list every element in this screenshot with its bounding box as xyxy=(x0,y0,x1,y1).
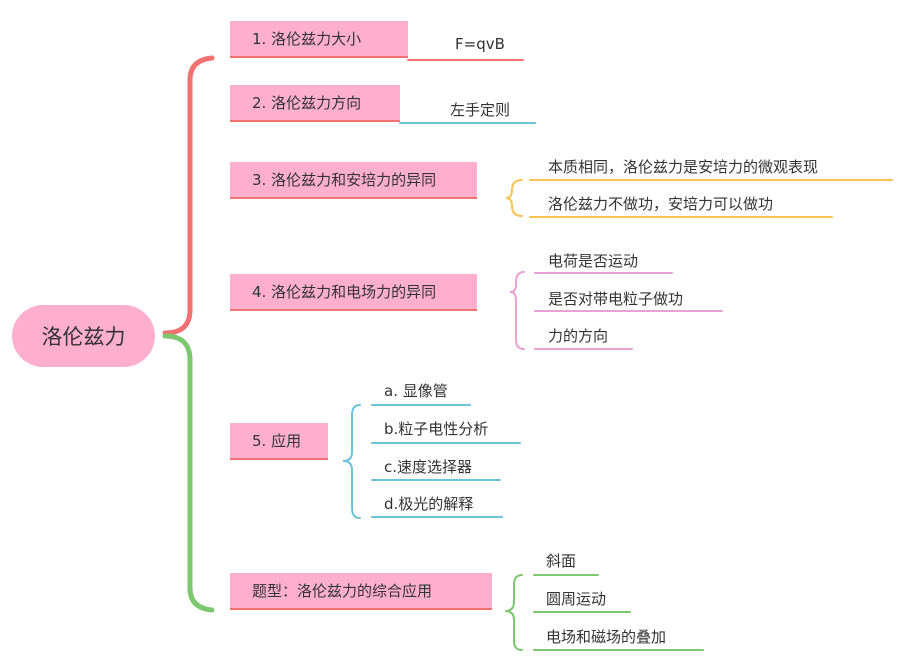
leaf-4a[interactable]: 电荷是否运动 xyxy=(548,252,639,270)
trunk-red xyxy=(162,55,215,336)
leaf-6c[interactable]: 电场和磁场的叠加 xyxy=(546,628,667,646)
leaf-5d[interactable]: d.极光的解释 xyxy=(384,495,474,513)
branch-node-3[interactable]: 3. 洛伦兹力和安培力的异同 xyxy=(230,162,477,199)
leaf-5a[interactable]: a. 显像管 xyxy=(384,382,448,400)
brace-3 xyxy=(505,179,523,217)
leaf-3b[interactable]: 洛伦兹力不做功，安培力可以做功 xyxy=(548,195,774,213)
leaf-4b[interactable]: 是否对带电粒子做功 xyxy=(548,290,684,308)
brace-4 xyxy=(509,271,525,350)
leaf-1a[interactable]: F=qvB xyxy=(455,35,505,53)
branch-node-4[interactable]: 4. 洛伦兹力和电场力的异同 xyxy=(230,274,477,311)
leaf-2a[interactable]: 左手定则 xyxy=(450,101,511,119)
branch-node-1[interactable]: 1. 洛伦兹力大小 xyxy=(230,21,408,58)
leaf-4c[interactable]: 力的方向 xyxy=(548,327,609,345)
root-node[interactable]: 洛伦兹力 xyxy=(12,305,155,367)
brace-5 xyxy=(342,404,361,519)
trunk-green xyxy=(162,333,215,613)
leaf-5c[interactable]: c.速度选择器 xyxy=(384,458,473,476)
leaf-6b[interactable]: 圆周运动 xyxy=(546,590,607,608)
brace-6 xyxy=(504,574,523,651)
branch-node-2[interactable]: 2. 洛伦兹力方向 xyxy=(230,85,400,122)
leaf-6a[interactable]: 斜面 xyxy=(546,552,577,570)
branch-node-6[interactable]: 题型：洛伦兹力的综合应用 xyxy=(230,573,492,610)
leaf-3a[interactable]: 本质相同，洛伦兹力是安培力的微观表现 xyxy=(548,158,819,176)
leaf-5b[interactable]: b.粒子电性分析 xyxy=(384,420,489,438)
branch-node-5[interactable]: 5. 应用 xyxy=(230,423,328,460)
